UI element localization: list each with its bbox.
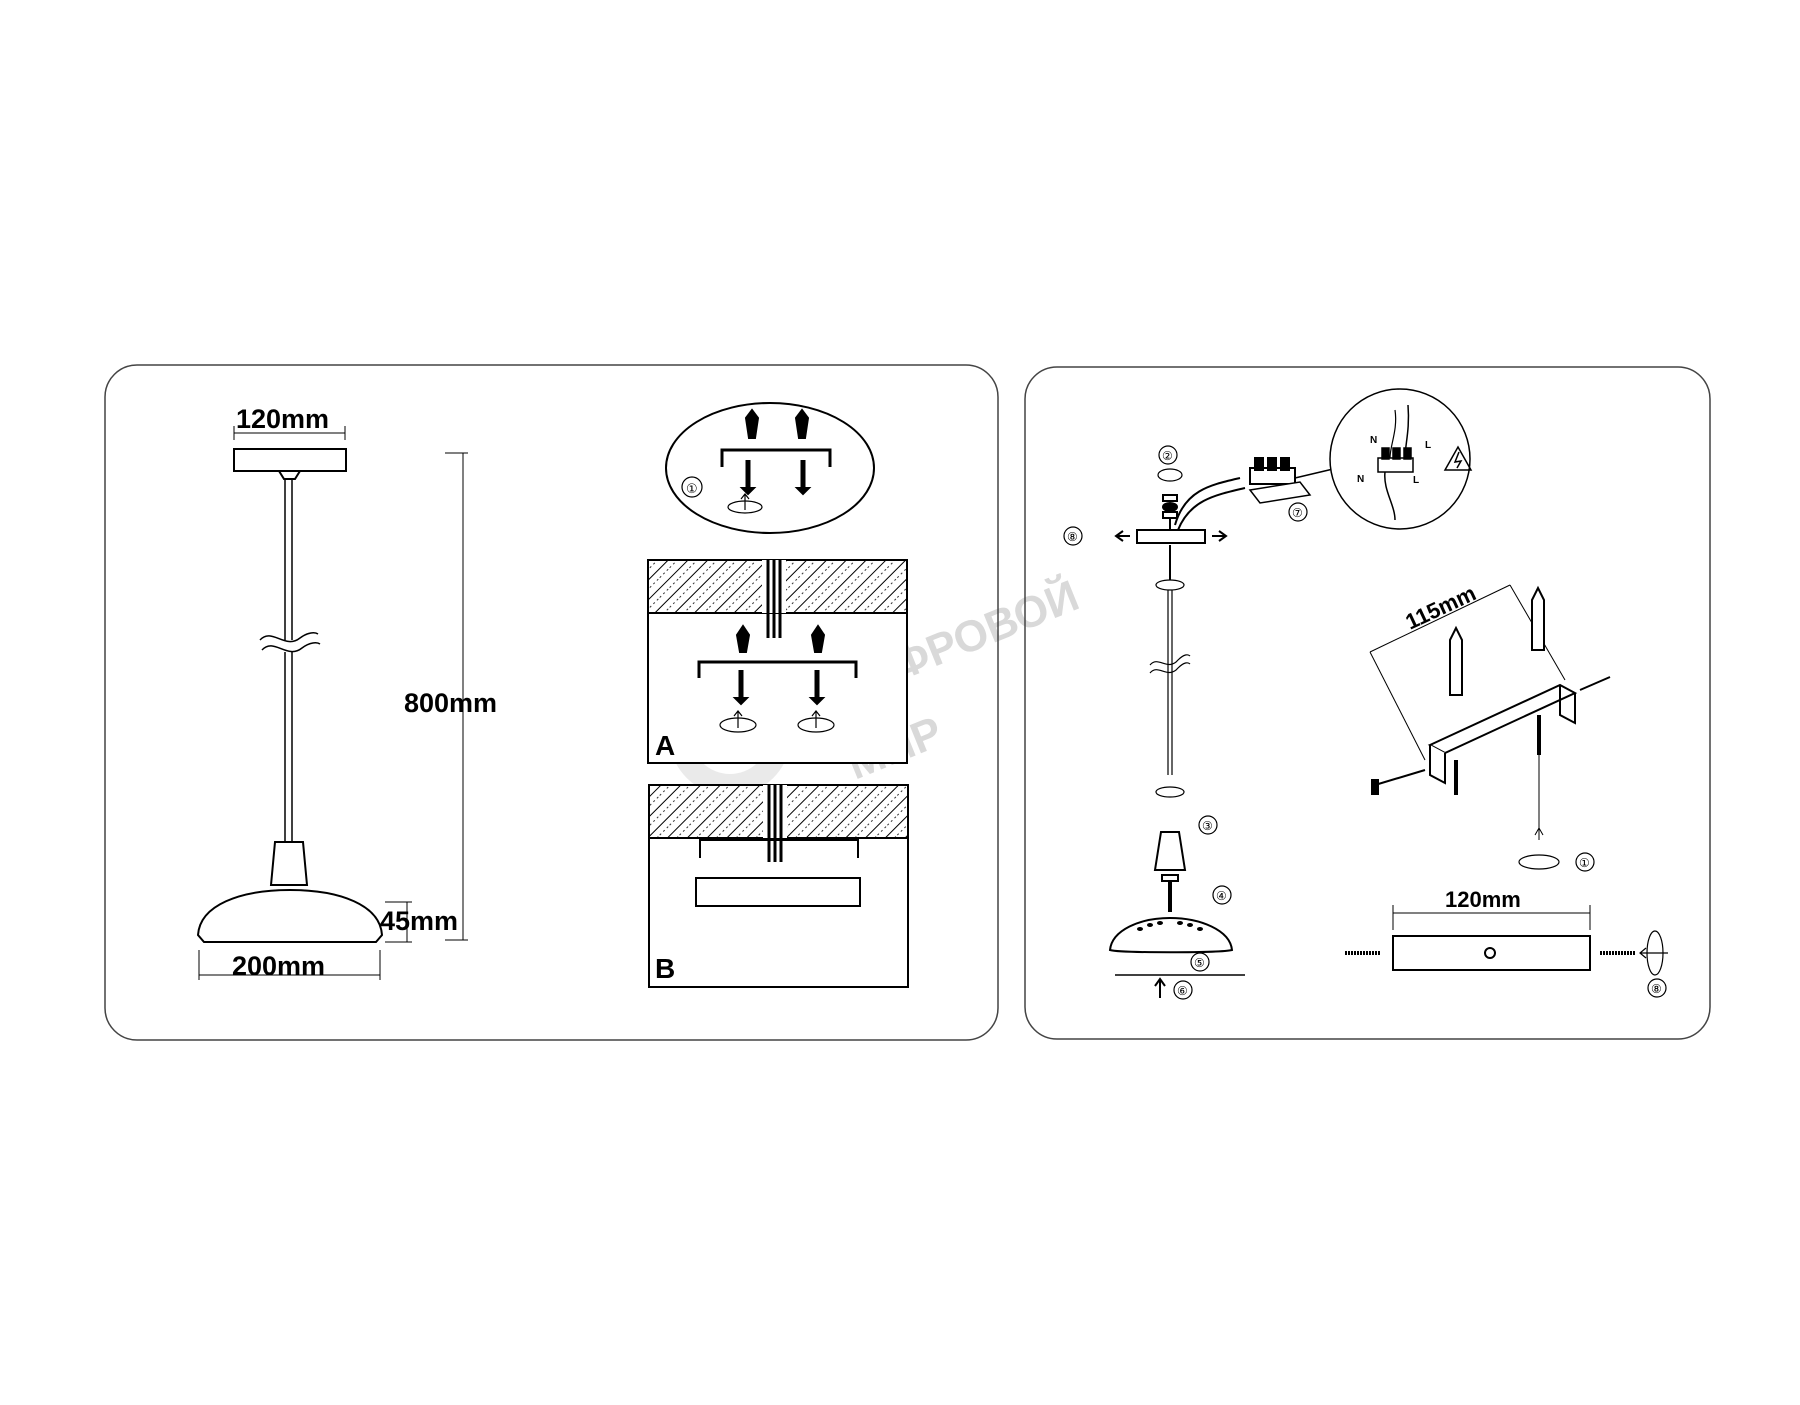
- oval-step-number: ①: [686, 481, 698, 496]
- canopy-bottom-view: [1392, 935, 1591, 971]
- step-2: ②: [1162, 449, 1173, 463]
- bracket-drawing: [1345, 584, 1668, 976]
- anchor-icon: [794, 408, 810, 439]
- wiring-detail: [1329, 388, 1473, 530]
- left-panel: [104, 364, 999, 1041]
- anchor-icon: [744, 408, 760, 439]
- terminal-block: [1248, 457, 1312, 504]
- step-number-circles: [1063, 445, 1667, 1000]
- wire-l-bottom: L: [1413, 475, 1419, 486]
- canopy: [233, 448, 347, 472]
- rotate-arrow-icon: [719, 710, 757, 733]
- step-6: ⑥: [1177, 984, 1188, 998]
- step-7: ⑦: [1292, 506, 1303, 520]
- installation-drawing: [1108, 457, 1351, 998]
- wire-n-bottom: N: [1357, 474, 1364, 485]
- mounting-step-1-oval: [665, 402, 875, 534]
- warning-icon: [1443, 445, 1473, 471]
- option-b-label: B: [655, 953, 675, 984]
- screw-icon: [794, 460, 812, 496]
- shade: [196, 888, 384, 943]
- lamp-dimension-drawing: [196, 426, 468, 980]
- shade-width-label: 200mm: [232, 951, 325, 981]
- option-a-label: A: [655, 730, 675, 761]
- canopy-width-label: 120mm: [236, 404, 329, 434]
- rotate-arrow-icon: [1157, 468, 1183, 482]
- wire-n-top: N: [1370, 435, 1377, 446]
- step-8-left: ⑧: [1067, 530, 1078, 544]
- step-8-right: ⑧: [1651, 982, 1662, 996]
- mounting-option-a: [647, 559, 908, 764]
- mounting-bar: [1136, 529, 1206, 544]
- rotate-arrow-icon: [727, 493, 763, 514]
- wire-l-top: L: [1425, 440, 1431, 451]
- right-panel: [1024, 366, 1711, 1040]
- rotate-arrow-icon: [797, 710, 835, 733]
- canopy-width-label-right: 120mm: [1445, 887, 1521, 912]
- shade-height-label: 45mm: [380, 906, 458, 936]
- screw-icon: [739, 460, 757, 496]
- mounting-option-b: [648, 784, 909, 988]
- height-label: 800mm: [404, 688, 497, 718]
- step-1-right: ①: [1579, 856, 1590, 870]
- step-3: ③: [1202, 819, 1213, 833]
- bracket-spacing-label: 115mm: [1402, 580, 1480, 634]
- step-4: ④: [1216, 889, 1227, 903]
- step-5: ⑤: [1194, 956, 1205, 970]
